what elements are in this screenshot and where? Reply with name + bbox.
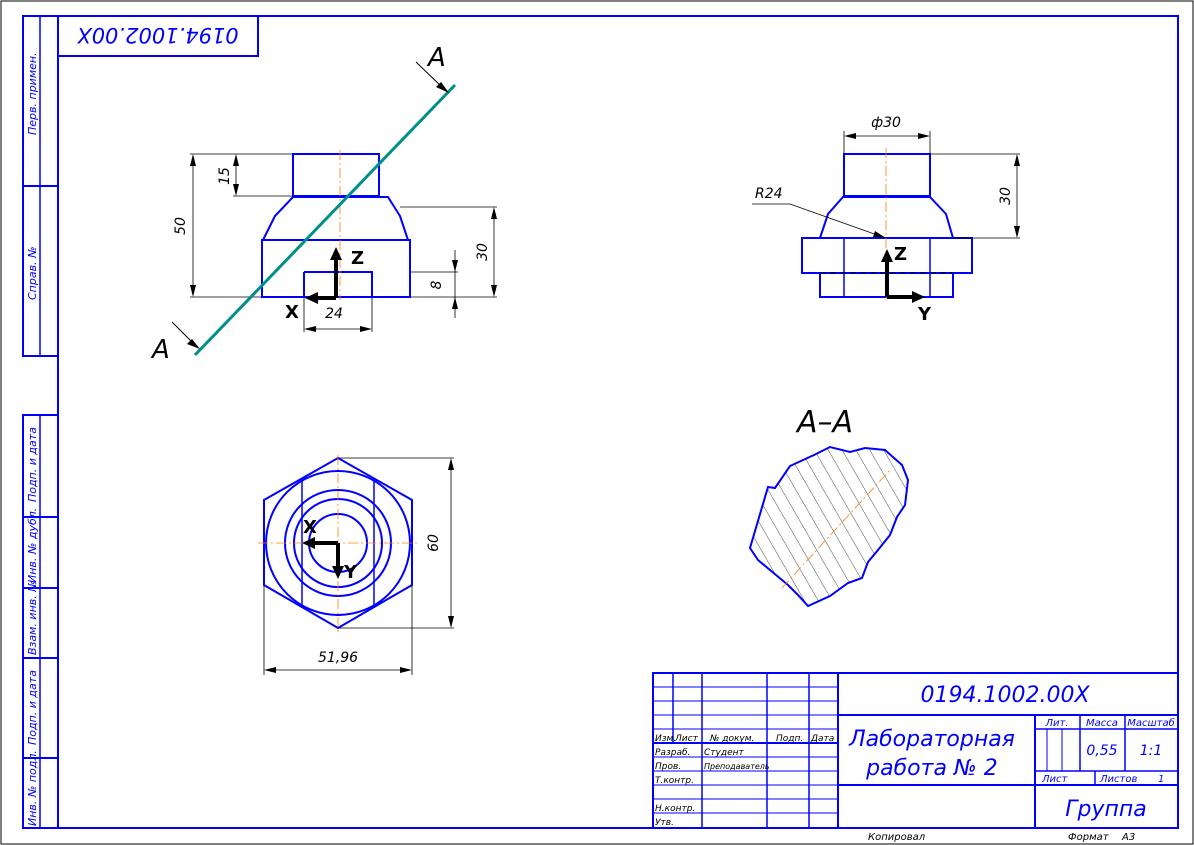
top-code-box: 0194.1002.00X [57, 15, 259, 57]
footer-format-label: Формат [1068, 832, 1110, 843]
col-data: Дата [810, 734, 834, 744]
front-shaft [292, 153, 380, 197]
title-lit-label: Лит. [1044, 718, 1068, 729]
col-izm: Изм. [655, 734, 676, 744]
section-view: A–A [748, 405, 910, 608]
top-axis-x: X [303, 517, 317, 538]
col-podp: Подп. [776, 734, 803, 744]
row-nkontr: Н.контр. [655, 804, 695, 814]
dim-50: 50 [173, 217, 189, 235]
row-razrab-name: Студент [704, 748, 744, 758]
dim-30-front: 30 [475, 243, 491, 261]
title-masshtab-label: Масштаб [1127, 717, 1175, 729]
title-block: 0194.1002.00X Лабораторная работа № 2 Ли… [652, 672, 1179, 829]
title-name-line2: работа № 2 [865, 756, 998, 781]
title-mass-value: 0,55 [1086, 743, 1117, 759]
dim-60: 60 [426, 534, 442, 552]
top-view: 60 51,96 X Y [258, 455, 454, 675]
dim-phi30: ф30 [871, 115, 901, 131]
label-vzam-inv: Взам. инв. № [26, 580, 39, 655]
section-centerline [781, 469, 891, 589]
dim-15: 15 [217, 167, 233, 185]
section-mark-bottom: A [150, 335, 170, 365]
footer: Копировал Формат A3 [868, 832, 1135, 843]
label-podp-data-2: Подп. и дата [26, 670, 39, 745]
front-chamfer [262, 196, 409, 241]
label-perv-primen: Перв. примен. [26, 52, 39, 135]
title-massa-label: Масса [1086, 718, 1118, 729]
left-side-strip: Перв. примен. Справ. № Подп. и дата Инв.… [22, 15, 59, 829]
row-utv: Утв. [655, 818, 674, 828]
label-inv-podl: Инв. № подл. [26, 750, 39, 826]
side-axis-y: Y [917, 304, 932, 325]
title-group: Группа [1065, 797, 1147, 822]
col-doc: № докум. [709, 734, 754, 744]
title-listov-label: Листов [1099, 774, 1137, 785]
front-slot [304, 271, 373, 297]
dim-8: 8 [429, 280, 445, 289]
side-shaft [843, 153, 931, 197]
side-axis-z: Z [894, 244, 907, 265]
side-hex-body [801, 237, 973, 274]
label-sprav-no: Справ. № [26, 246, 39, 300]
row-prov-name: Преподаватель [704, 762, 770, 771]
side-chamfer [819, 196, 954, 239]
row-tkontr: Т.контр. [655, 776, 694, 786]
side-view: ф30 30 R24 Z Y [752, 115, 1020, 325]
dim-r24: R24 [755, 186, 783, 202]
dim-24: 24 [325, 306, 343, 322]
title-list-label: Лист [1041, 774, 1069, 785]
title-listov-value: 1 [1158, 774, 1164, 785]
section-mark-top: A [426, 43, 446, 73]
cutting-plane-line [193, 83, 457, 357]
title-scale-value: 1:1 [1140, 743, 1163, 759]
section-hatched-area [748, 445, 910, 608]
front-axis-z: Z [351, 248, 364, 269]
front-axis-x: X [285, 302, 299, 323]
label-inv-dubl: Инв. № дубл. [26, 508, 39, 583]
section-title: A–A [795, 405, 853, 440]
title-code: 0194.1002.00X [920, 683, 1090, 708]
top-axis-y: Y [343, 562, 358, 583]
row-prov: Пров. [655, 762, 681, 772]
top-code-text: 0194.1002.00X [77, 23, 239, 47]
dim-5196: 51,96 [318, 650, 358, 666]
title-name-line1: Лабораторная [848, 727, 1015, 752]
footer-format-value: A3 [1121, 832, 1135, 843]
footer-kopiroval: Копировал [868, 832, 926, 843]
col-list: Лист [674, 734, 699, 744]
label-podp-data-1: Подп. и дата [26, 427, 39, 502]
row-razrab: Разраб. [655, 748, 690, 758]
dim-30-side: 30 [998, 187, 1014, 205]
front-view: 50 15 30 8 24 A A [150, 43, 497, 365]
